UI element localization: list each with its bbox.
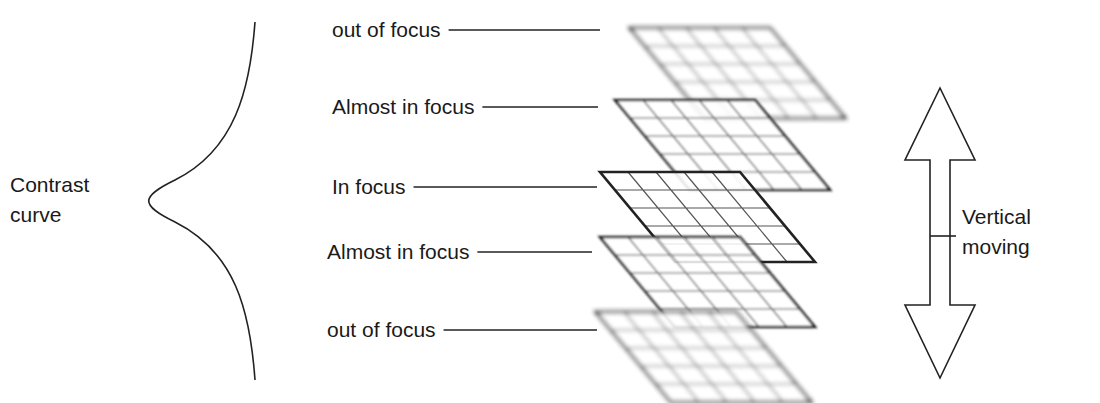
double-arrow	[905, 88, 975, 378]
leader-line	[444, 329, 597, 330]
leader-line	[449, 29, 600, 30]
side-label: Contrast curve	[10, 170, 120, 230]
leader-line	[477, 251, 592, 252]
side-label: Vertical moving	[962, 202, 1062, 262]
arrow-tick	[930, 235, 956, 237]
leader-line	[414, 186, 597, 187]
leader-label: Almost in focus	[332, 92, 474, 122]
leader-line	[482, 106, 598, 107]
leader-label: out of focus	[332, 15, 441, 45]
leader-label: Almost in focus	[327, 237, 469, 267]
leader-label: In focus	[332, 172, 406, 202]
leader-label: out of focus	[327, 315, 436, 345]
contrast-curve	[149, 22, 255, 380]
grid-plane	[596, 312, 811, 402]
